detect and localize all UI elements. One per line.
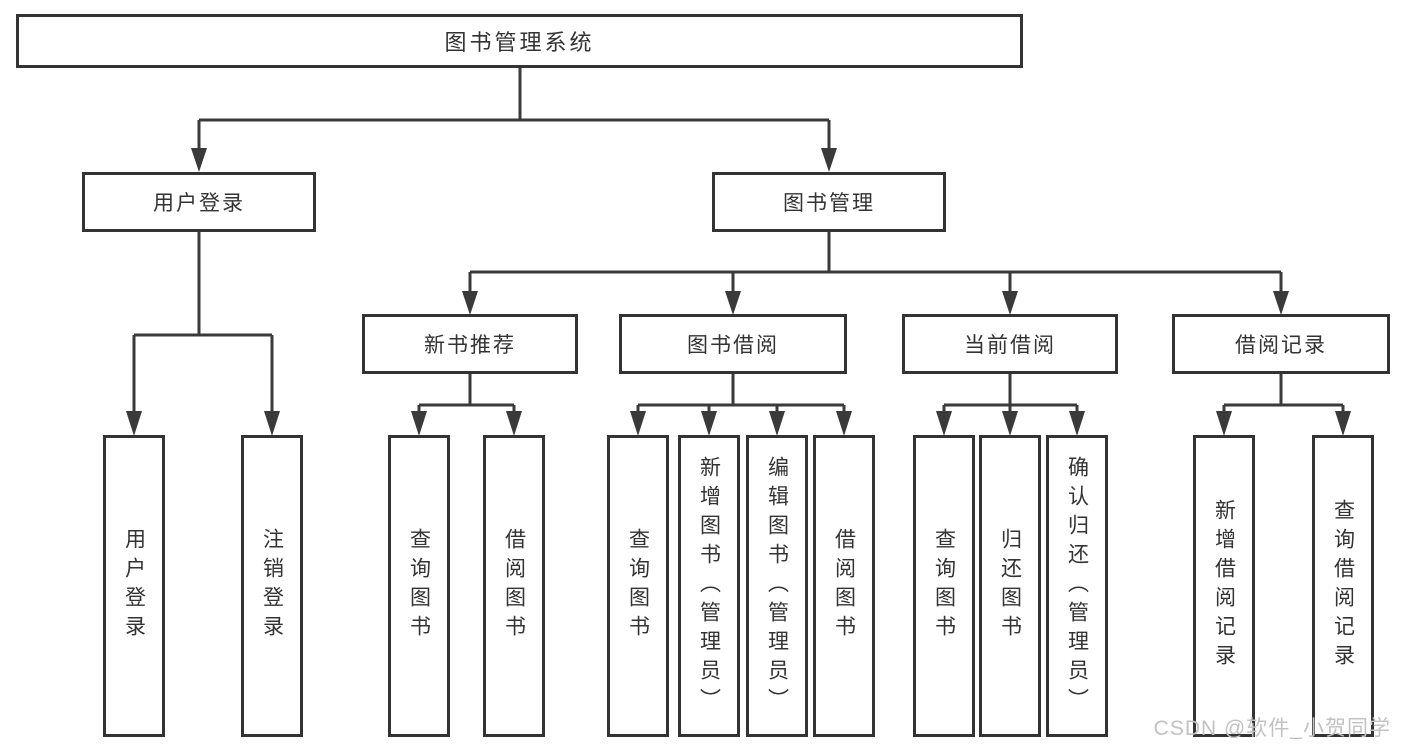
node-label: 借阅图书 xyxy=(502,528,526,644)
csdn-watermark: CSDN @软件_小贺同学 xyxy=(1153,717,1391,740)
node-book-borrowing: 图书借阅 xyxy=(619,314,847,374)
leaf-logout: 注销登录 xyxy=(241,435,303,737)
leaf-add-borrow-record: 新增借阅记录 xyxy=(1193,435,1255,737)
node-label: 新书推荐 xyxy=(424,334,516,357)
leaf-return-books: 归还图书 xyxy=(979,435,1041,737)
leaf-query-borrow-record: 查询借阅记录 xyxy=(1312,435,1374,737)
leaf-query-books-recommend: 查询图书 xyxy=(388,435,450,737)
leaf-query-books-borrow: 查询图书 xyxy=(607,435,669,737)
node-label: 查询图书 xyxy=(626,528,650,644)
node-book-management: 图书管理 xyxy=(712,172,946,232)
node-label: 新增借阅记录 xyxy=(1212,499,1236,673)
node-label: 查询借阅记录 xyxy=(1331,499,1355,673)
node-borrowing-records: 借阅记录 xyxy=(1172,314,1390,374)
node-label: 当前借阅 xyxy=(964,334,1056,357)
node-label: 用户登录 xyxy=(153,192,245,215)
node-label: 归还图书 xyxy=(998,528,1022,644)
leaf-borrow-books: 借阅图书 xyxy=(813,435,875,737)
node-new-book-recommendation: 新书推荐 xyxy=(362,314,578,374)
connector-paths xyxy=(132,68,1345,416)
arrowheads xyxy=(126,148,1351,436)
node-label: 注销登录 xyxy=(260,528,284,644)
node-label: 图书管理 xyxy=(783,192,875,215)
leaf-confirm-return-admin: 确认归还（管理员） xyxy=(1046,435,1108,737)
node-label: 编辑图书（管理员） xyxy=(765,455,789,717)
node-label: 借阅图书 xyxy=(832,528,856,644)
leaf-user-login: 用户登录 xyxy=(103,435,165,737)
leaf-borrow-books-recommend: 借阅图书 xyxy=(483,435,545,737)
node-label: 查询图书 xyxy=(407,528,431,644)
leaf-add-books-admin: 新增图书（管理员） xyxy=(678,435,740,737)
node-label: 查询图书 xyxy=(932,528,956,644)
leaf-query-books-current: 查询图书 xyxy=(913,435,975,737)
node-label: 确认归还（管理员） xyxy=(1065,455,1089,717)
leaf-edit-books-admin: 编辑图书（管理员） xyxy=(746,435,808,737)
node-label: 新增图书（管理员） xyxy=(697,455,721,717)
node-label: 借阅记录 xyxy=(1235,334,1327,357)
node-label: 图书借阅 xyxy=(687,334,779,357)
node-current-borrowing: 当前借阅 xyxy=(902,314,1118,374)
node-user-login: 用户登录 xyxy=(82,172,316,232)
node-label: 图书管理系统 xyxy=(444,30,595,55)
node-library-management-system: 图书管理系统 xyxy=(16,14,1023,68)
node-label: 用户登录 xyxy=(122,528,146,644)
